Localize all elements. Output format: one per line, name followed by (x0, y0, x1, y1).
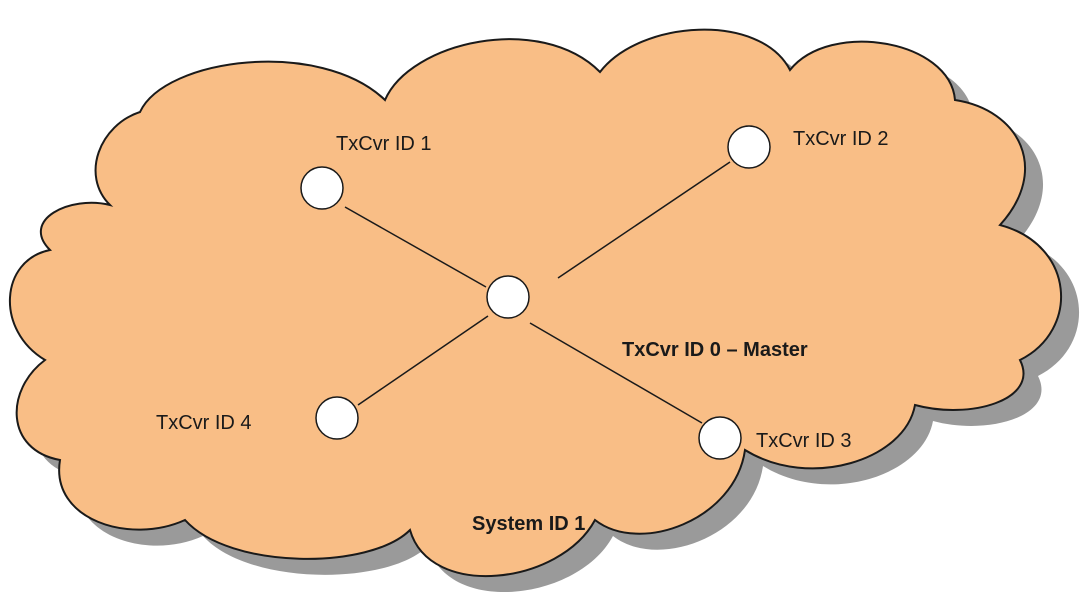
link-master-txcvr-1 (344, 206, 487, 288)
node-txcvr-4 (315, 396, 359, 440)
label-txcvr-2: TxCvr ID 2 (793, 128, 889, 150)
link-master-txcvr-3 (529, 322, 703, 424)
label-txcvr-1: TxCvr ID 1 (336, 133, 432, 155)
label-system: System ID 1 (472, 513, 585, 535)
label-txcvr-4: TxCvr ID 4 (156, 412, 252, 434)
node-txcvr-1 (300, 166, 344, 210)
node-txcvr-3 (698, 416, 742, 460)
node-txcvr-2 (727, 125, 771, 169)
label-txcvr-3: TxCvr ID 3 (756, 430, 852, 452)
link-master-txcvr-4 (357, 315, 489, 406)
label-master: TxCvr ID 0 – Master (622, 339, 808, 361)
cloud (9, 28, 1063, 578)
link-master-txcvr-2 (557, 161, 731, 279)
node-master (486, 275, 530, 319)
